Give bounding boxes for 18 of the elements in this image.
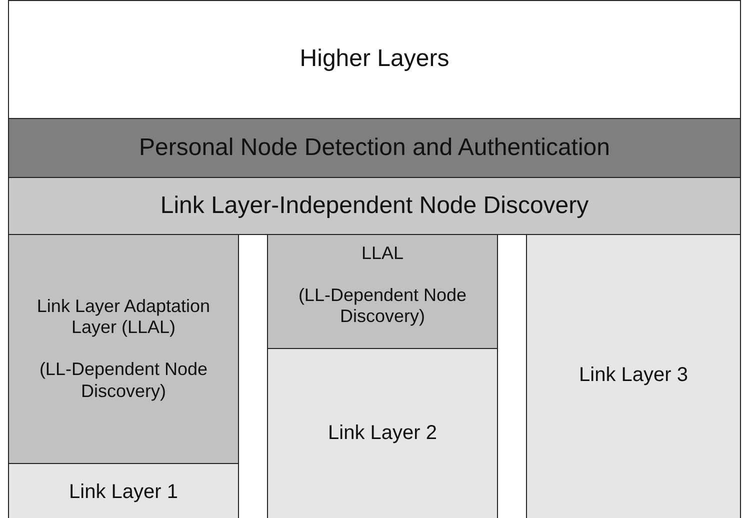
layer-note: (LL-Dependent Node Discovery) xyxy=(38,359,209,402)
adaptation-layer-box xyxy=(267,234,498,349)
layer-band xyxy=(8,118,741,178)
layer-note: (LL-Dependent Node Discovery) xyxy=(297,284,468,328)
layer-label: Link Layer-Independent Node Discovery xyxy=(160,192,589,220)
layer-label: Link Layer 3 xyxy=(579,363,688,387)
layer-label: Personal Node Detection and Authentication xyxy=(139,134,610,162)
layer-label: Link Layer 1 xyxy=(69,480,178,504)
layer-label: Higher Layers xyxy=(300,45,450,74)
layer-box xyxy=(8,0,741,119)
link-layer-box xyxy=(8,463,239,518)
adaptation-layer-box xyxy=(8,234,239,464)
layer-label: LLAL xyxy=(361,243,404,265)
link-layer-box xyxy=(526,234,741,518)
link-layer-box xyxy=(267,348,498,518)
layer-label: Link Layer Adaptation Layer (LLAL) xyxy=(36,296,212,339)
layer-label: Link Layer 2 xyxy=(328,421,437,445)
layer-band xyxy=(8,177,741,235)
